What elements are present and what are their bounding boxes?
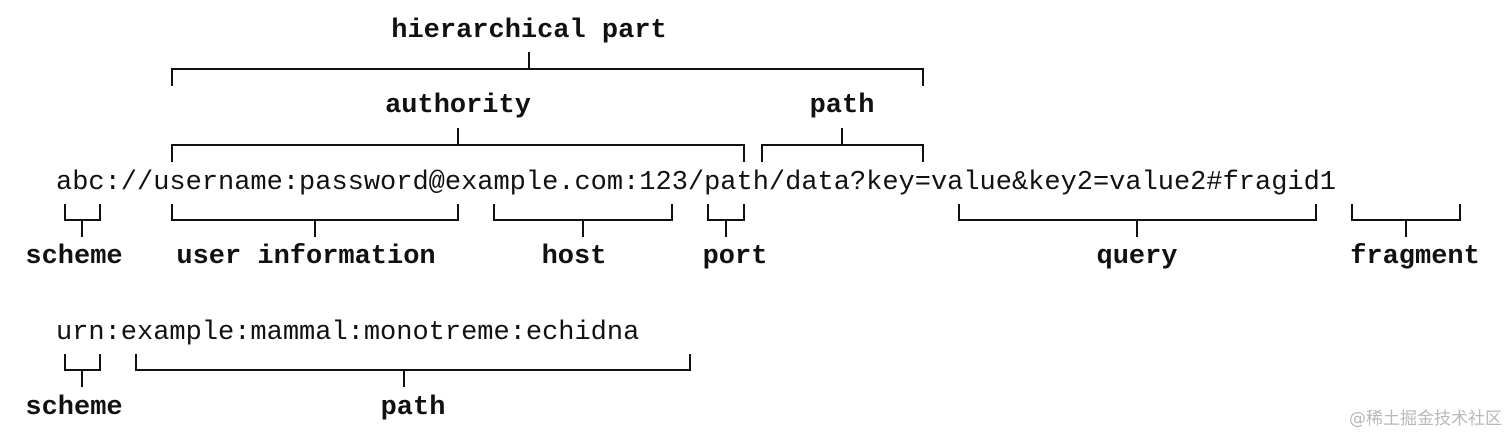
bracket-query bbox=[958, 204, 1317, 237]
label-authority: authority bbox=[385, 91, 531, 121]
label-scheme-2: scheme bbox=[25, 393, 123, 423]
label-hierarchical-part: hierarchical part bbox=[391, 16, 667, 46]
uri-example-1: abc://username:password@example.com:123/… bbox=[56, 168, 1337, 198]
bracket-fragment bbox=[1351, 204, 1461, 237]
bracket-port bbox=[707, 204, 745, 237]
bracket-hierarchical-part bbox=[171, 52, 924, 86]
label-path-2: path bbox=[380, 393, 446, 423]
bracket-user-information bbox=[171, 204, 459, 237]
label-port: port bbox=[702, 242, 768, 272]
bracket-authority bbox=[171, 128, 745, 162]
bracket-scheme-2 bbox=[64, 354, 101, 387]
label-fragment: fragment bbox=[1350, 242, 1480, 272]
bracket-path-2 bbox=[135, 354, 691, 387]
label-host: host bbox=[541, 242, 607, 272]
bracket-path-top bbox=[761, 128, 924, 162]
uri-example-2: urn:example:mammal:monotreme:echidna bbox=[56, 318, 640, 348]
label-query: query bbox=[1096, 242, 1178, 272]
bracket-scheme-1 bbox=[64, 204, 101, 237]
label-path-top: path bbox=[809, 91, 875, 121]
watermark-text: @稀土掘金技术社区 bbox=[1349, 409, 1502, 429]
label-scheme-1: scheme bbox=[25, 242, 123, 272]
label-user-information: user information bbox=[176, 242, 436, 272]
bracket-host bbox=[493, 204, 673, 237]
